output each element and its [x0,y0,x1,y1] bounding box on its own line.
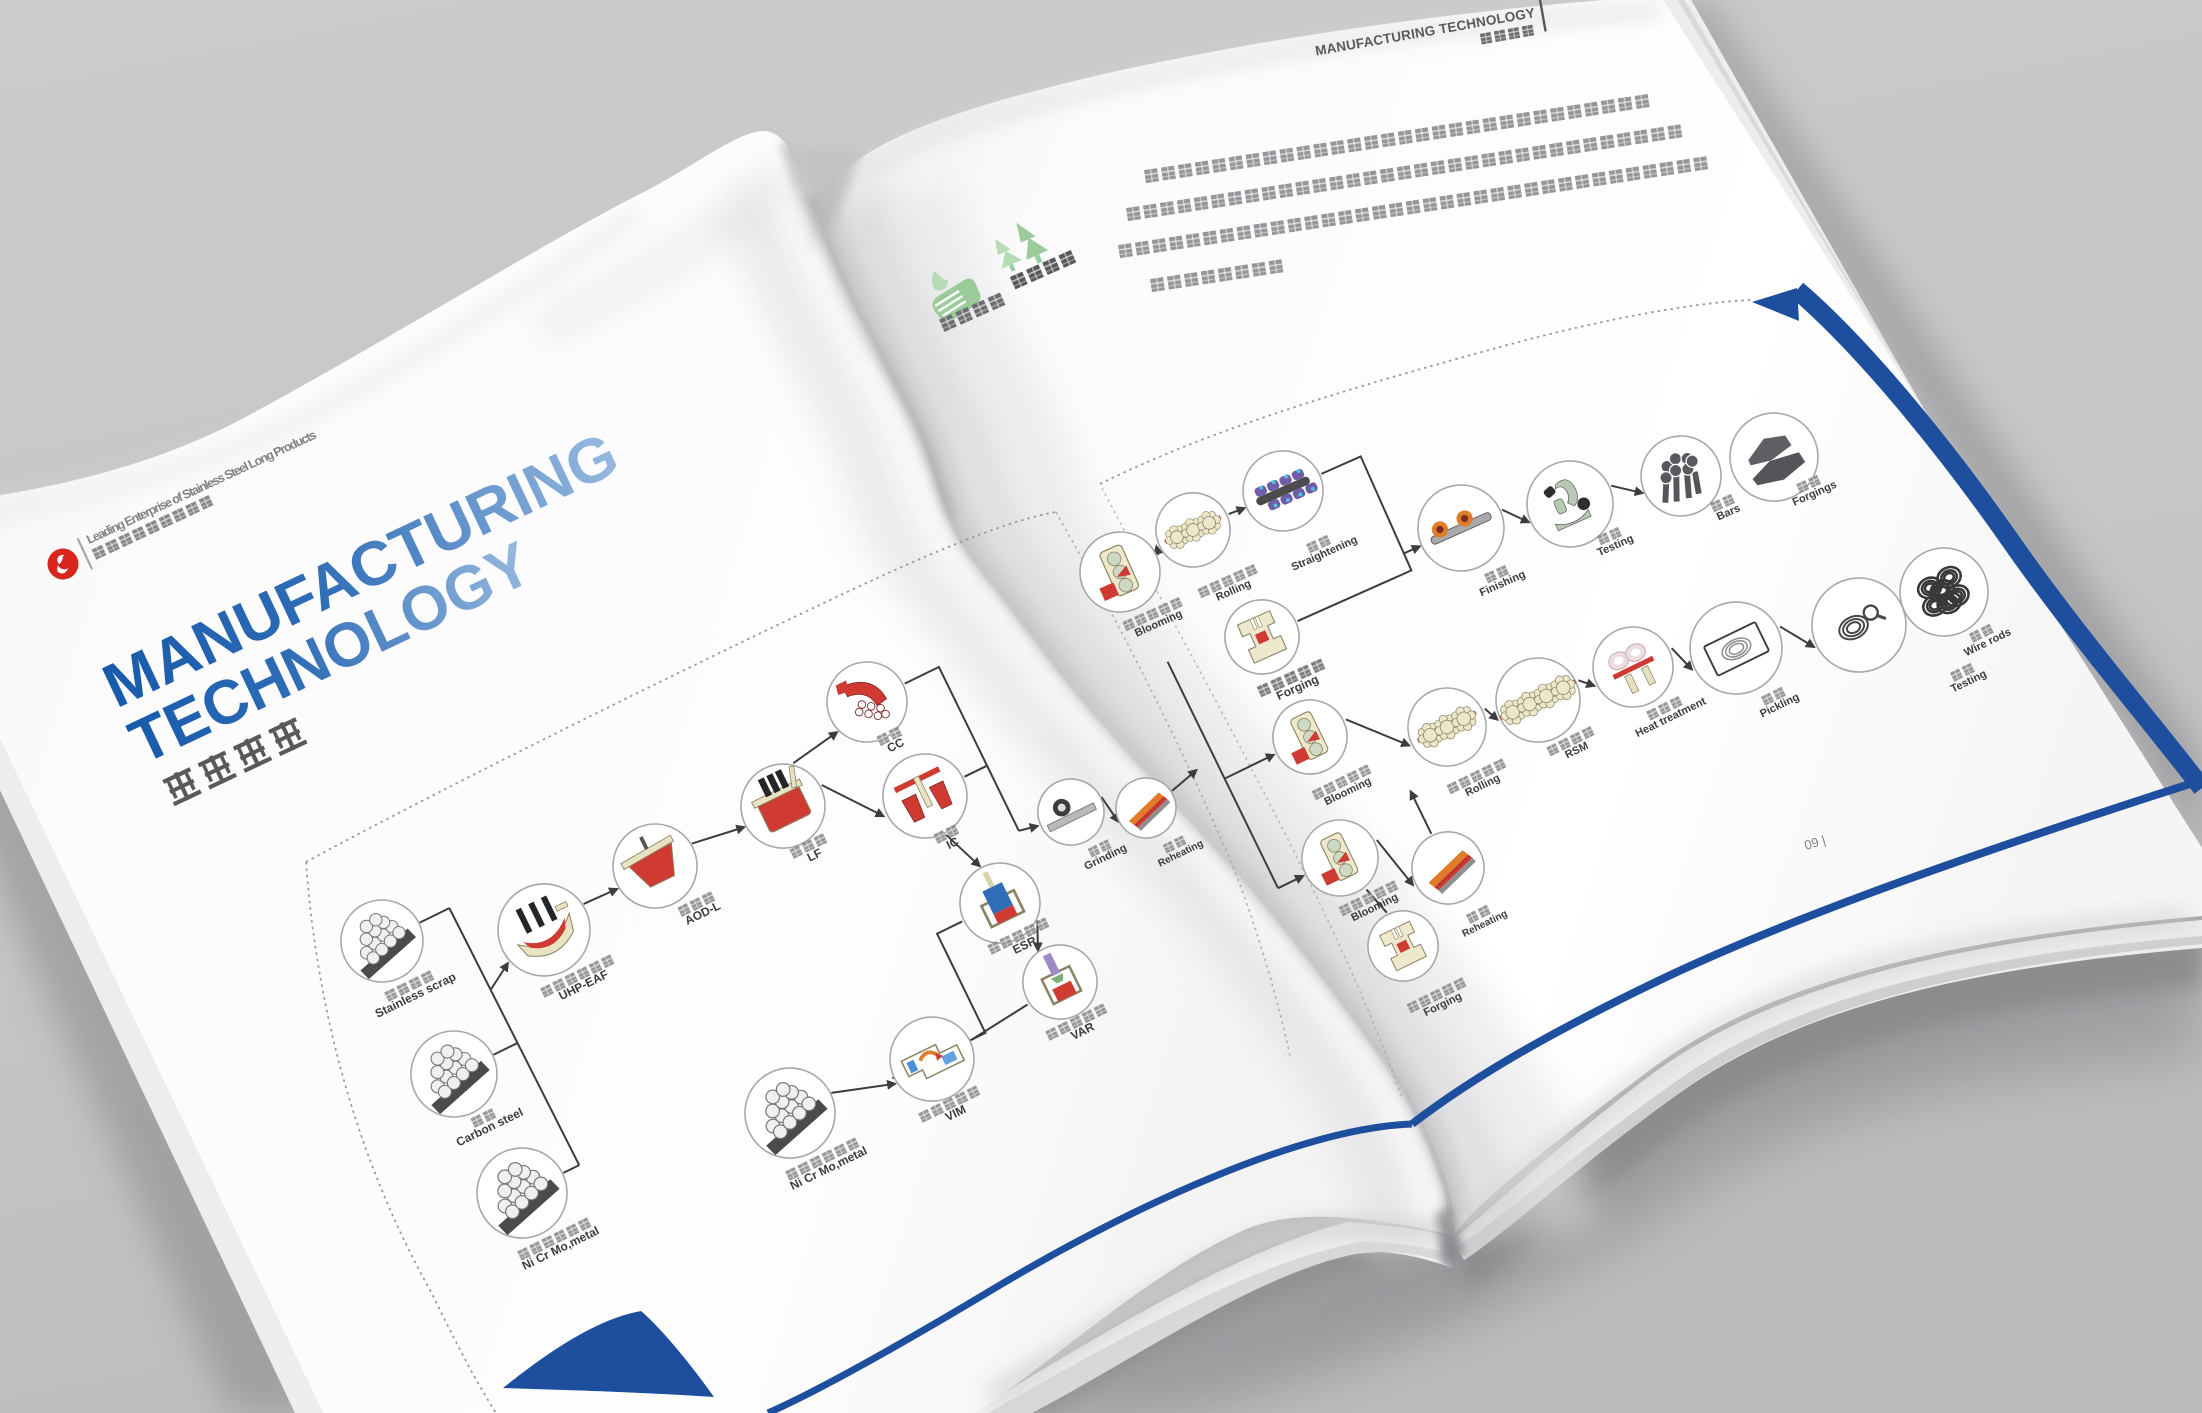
svg-text:09 |: 09 | [1802,832,1827,853]
svg-text:IC: IC [944,834,961,852]
svg-text:Rolling: Rolling [1463,772,1502,799]
svg-text:LF: LF [805,846,824,865]
svg-text:Leading Enterprise of Stainles: Leading Enterprise of Stainless Steel Lo… [84,428,318,547]
svg-text:Forging: Forging [1274,672,1320,703]
svg-text:CC: CC [885,735,907,755]
svg-text:Rolling: Rolling [1214,578,1253,604]
svg-text:AOD-L: AOD-L [682,899,722,928]
svg-text:Forging: Forging [1422,990,1464,1019]
